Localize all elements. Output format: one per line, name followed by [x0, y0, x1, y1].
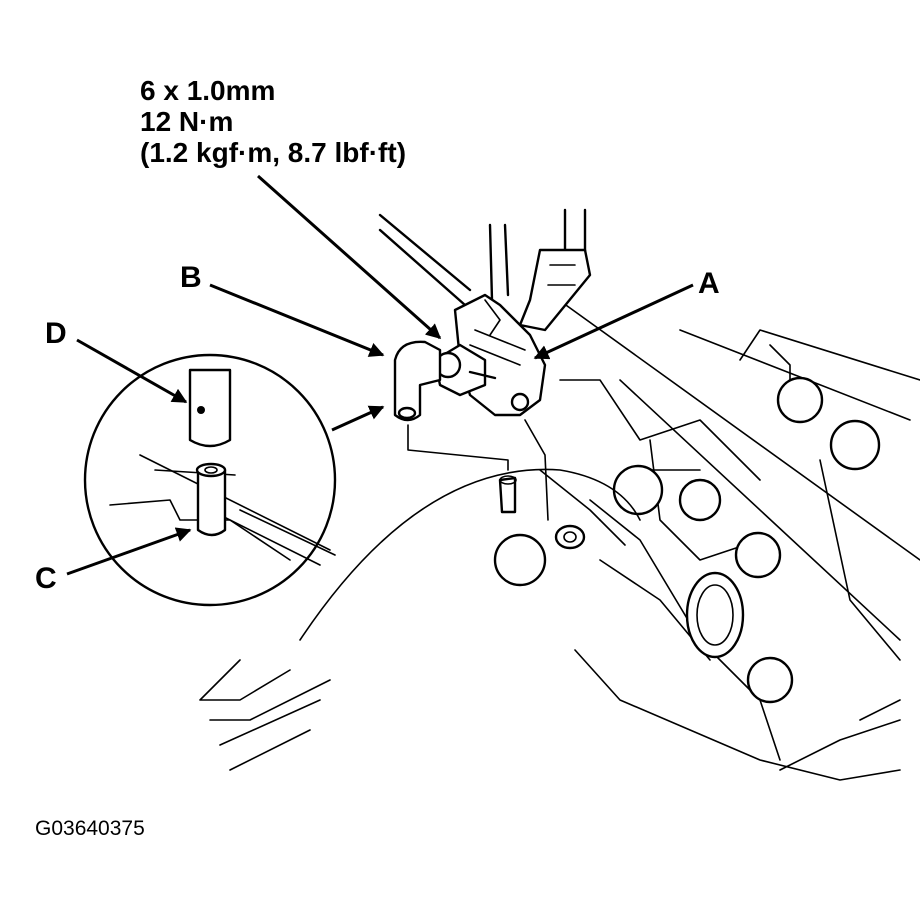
figure-id: G03640375 — [35, 817, 145, 840]
bolt-head-icon — [678, 478, 722, 522]
callout-letters: A B C D — [35, 261, 720, 595]
bolt-head-icon — [734, 531, 782, 579]
detail-arrow — [331, 405, 385, 432]
torque-leader — [257, 174, 442, 340]
guide-lines — [407, 419, 586, 550]
elbow-joint-b — [393, 340, 442, 422]
callout-a: A — [698, 267, 720, 300]
engine-bolt-heads — [493, 376, 881, 704]
torque-alt-label: (1.2 kgf·m, 8.7 lbf·ft) — [140, 137, 406, 168]
intake-outline — [199, 468, 641, 771]
bolt-head-icon — [746, 656, 794, 704]
engine-block — [539, 289, 920, 781]
bolt-head-icon — [493, 533, 547, 587]
bolt-head-icon — [829, 419, 881, 471]
leader-a — [533, 283, 694, 360]
torque-nm-label: 12 N·m — [140, 106, 233, 137]
leader-lines — [66, 174, 694, 576]
bolt-head-icon — [612, 464, 664, 516]
callout-b: B — [180, 261, 202, 294]
torque-spec: 6 x 1.0mm 12 N·m (1.2 kgf·m, 8.7 lbf·ft) — [140, 75, 406, 168]
nipple-c — [196, 468, 227, 537]
leader-c — [66, 527, 192, 576]
detail-circle — [83, 353, 337, 607]
hose-end-d — [188, 368, 232, 448]
callout-d: D — [45, 317, 67, 350]
leader-b — [209, 283, 385, 357]
leader-d — [76, 338, 188, 404]
bore-icon — [685, 571, 745, 659]
bolt — [433, 343, 497, 397]
bolt-size-label: 6 x 1.0mm — [140, 75, 275, 106]
bolt-head-icon — [776, 376, 824, 424]
callout-c: C — [35, 562, 57, 595]
hoses — [378, 208, 592, 332]
